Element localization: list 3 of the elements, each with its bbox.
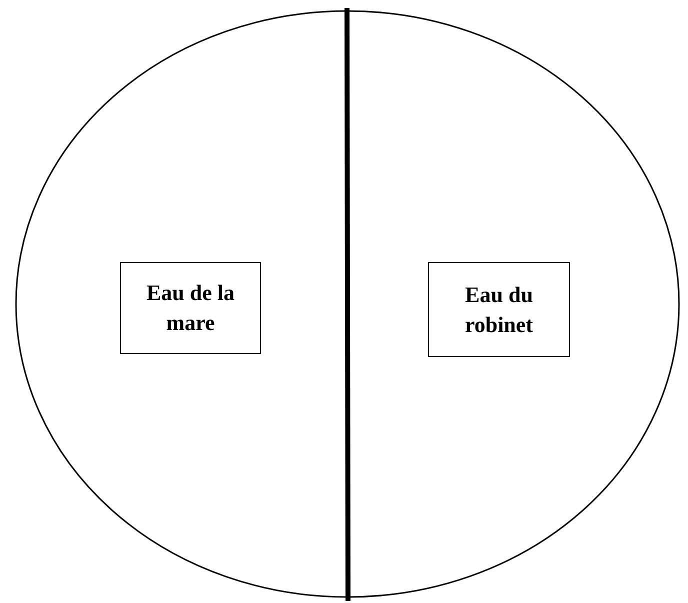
label-box: Eau du robinet <box>428 262 570 357</box>
label-box: Eau de la mare <box>120 262 261 354</box>
oval-shape <box>15 10 680 598</box>
